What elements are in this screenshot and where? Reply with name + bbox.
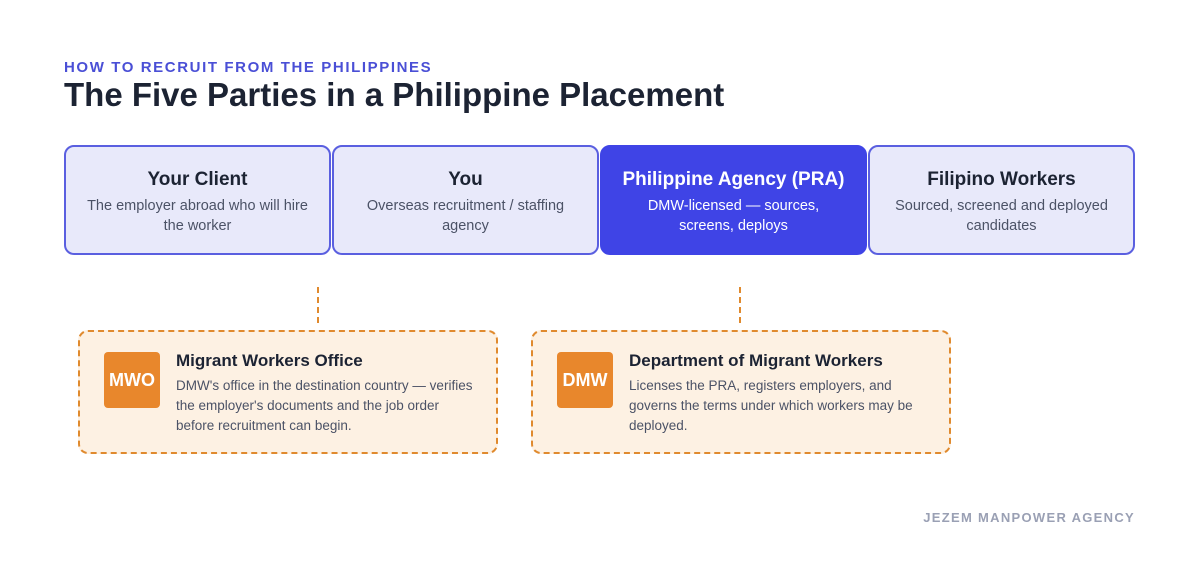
dmw-badge-icon: DMW	[557, 352, 613, 408]
page-title: The Five Parties in a Philippine Placeme…	[64, 76, 725, 113]
office-name: Migrant Workers Office	[176, 351, 363, 370]
party-name: Your Client	[147, 169, 248, 190]
party-card-philippine-agency: Philippine Agency (PRA) DMW-licensed — s…	[600, 145, 867, 255]
office-description: Licenses the PRA, registers employers, a…	[629, 378, 913, 433]
footer-brand: JEZEM MANPOWER AGENCY	[923, 510, 1135, 525]
office-card-dmw: DMW Department of Migrant Workers Licens…	[531, 330, 951, 454]
office-card-mwo: MWO Migrant Workers Office DMW's office …	[78, 330, 498, 454]
party-description: The employer abroad who will hire the wo…	[87, 198, 308, 234]
connector-mwo	[317, 287, 319, 323]
party-description: Sourced, screened and deployed candidate…	[895, 198, 1108, 234]
eyebrow-label: HOW TO RECRUIT FROM THE PHILIPPINES	[64, 59, 433, 76]
mwo-badge-icon: MWO	[104, 352, 160, 408]
party-description: DMW-licensed — sources, screens, deploys	[647, 198, 820, 234]
office-name: Department of Migrant Workers	[629, 351, 883, 370]
party-name: You	[448, 169, 483, 190]
party-card-filipino-workers: Filipino Workers Sourced, screened and d…	[868, 145, 1135, 255]
party-name: Filipino Workers	[927, 169, 1076, 190]
office-description: DMW's office in the destination country …	[176, 378, 473, 433]
party-card-client: Your Client The employer abroad who will…	[64, 145, 331, 255]
party-name: Philippine Agency (PRA)	[622, 169, 845, 190]
connector-dmw	[739, 287, 741, 323]
party-card-you: You Overseas recruitment / staffing agen…	[332, 145, 599, 255]
party-description: Overseas recruitment / staffing agency	[366, 198, 565, 234]
